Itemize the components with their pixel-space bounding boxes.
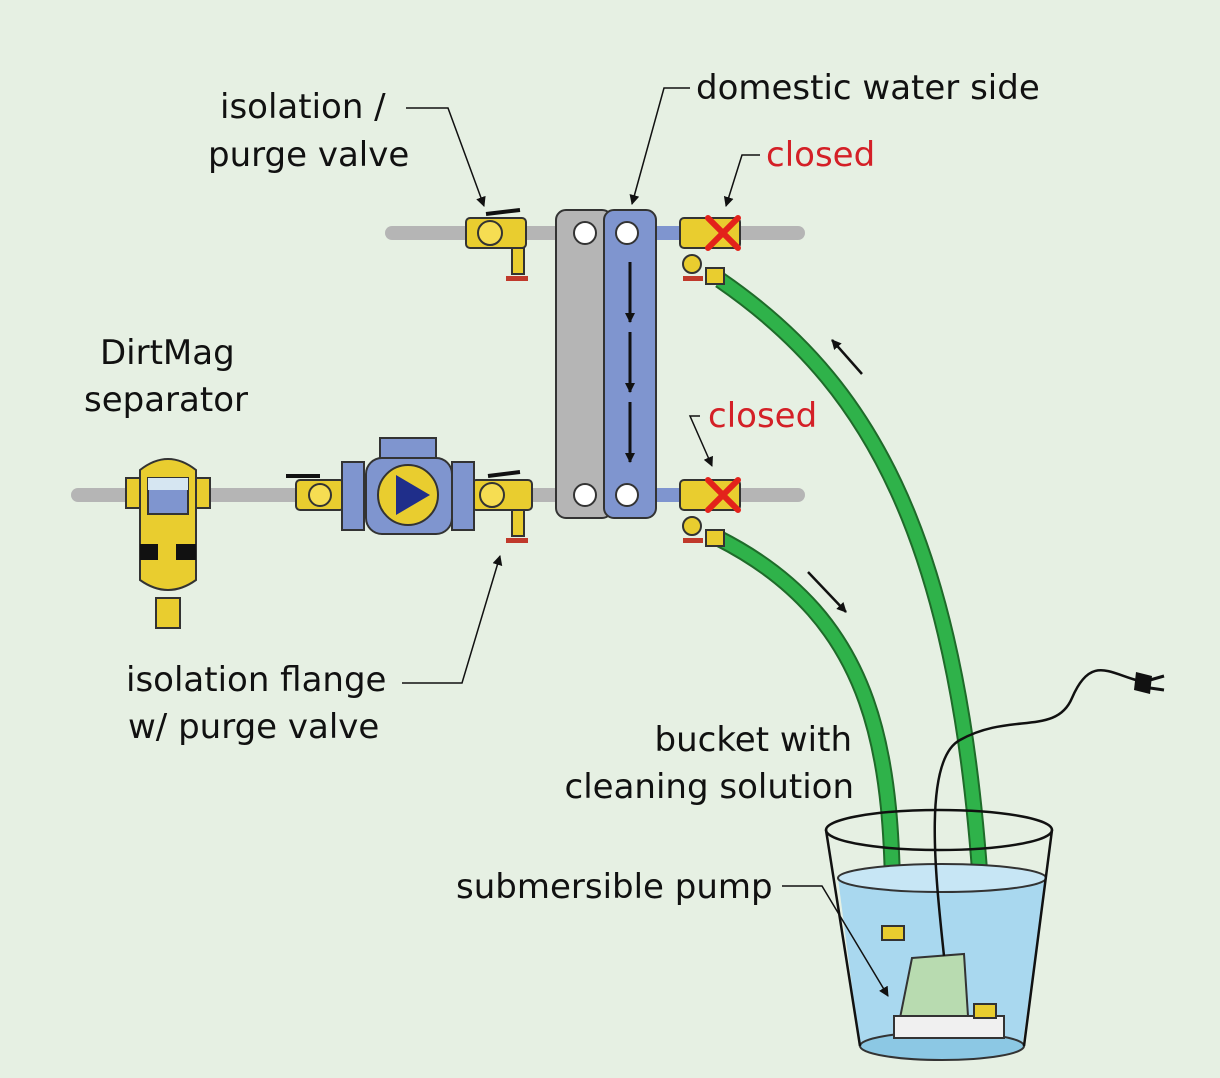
label-dirtmag-1: DirtMag (100, 333, 235, 373)
isolation-valve-left-of-pump (286, 474, 345, 511)
label-flange-1: isolation flange (126, 660, 386, 700)
label-isolation-purge-2: purge valve (208, 135, 409, 175)
label-domestic-water-side: domestic water side (696, 68, 1040, 108)
green-hoses (714, 272, 995, 1006)
hose-fittings (881, 925, 905, 941)
leader-lines (402, 87, 889, 997)
submersible-pump (893, 952, 1005, 1039)
label-bucket-1: bucket with (655, 720, 853, 760)
label-bucket-2: cleaning solution (565, 767, 854, 807)
label-flange-2: w/ purge valve (128, 707, 379, 747)
hose-flow-arrows (807, 339, 863, 613)
label-closed-top: closed (766, 135, 875, 175)
label-closed-bottom: closed (708, 396, 817, 436)
heat-exchanger (555, 209, 657, 519)
valve-bottom-right-closed (679, 477, 741, 547)
red-x-icon (705, 215, 741, 251)
isolation-purge-valve-top (465, 208, 528, 281)
electric-plug-icon (1134, 672, 1165, 694)
label-isolation-purge-1: isolation / (220, 87, 386, 127)
power-cord (933, 669, 1137, 957)
dirtmag-separator (125, 458, 211, 629)
valve-top-right-closed (679, 215, 741, 285)
label-dirtmag-2: separator (84, 380, 248, 420)
isolation-flange-purge-valve (471, 470, 533, 543)
red-x-icon (705, 477, 741, 513)
circulator-pump-icon (341, 437, 475, 535)
label-submersible-pump: submersible pump (456, 867, 773, 907)
